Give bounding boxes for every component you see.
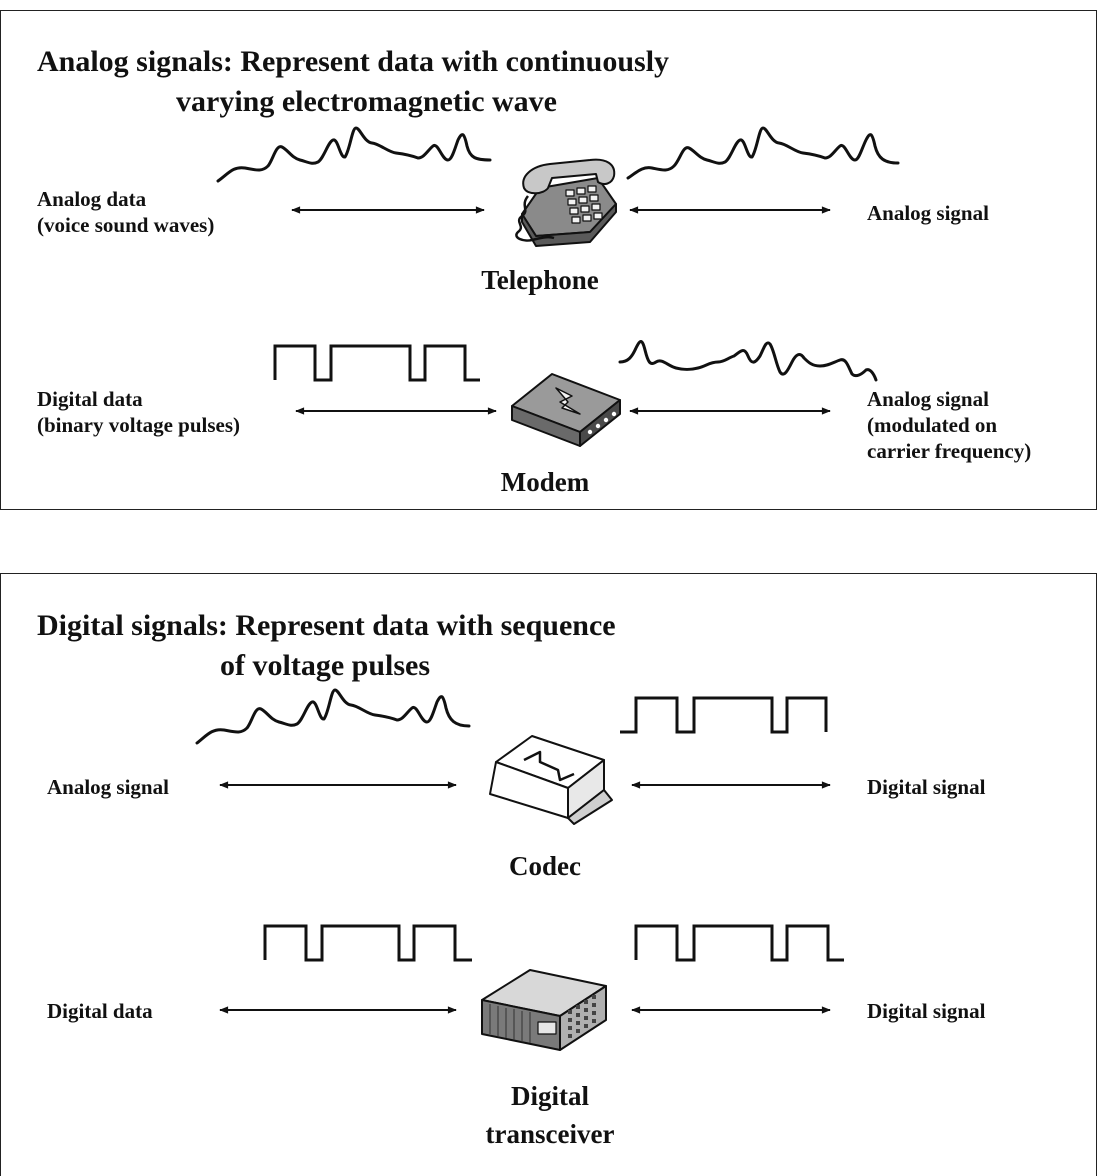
transceiver-digital-pulses-right bbox=[634, 924, 844, 962]
analog-wave-right bbox=[626, 126, 900, 180]
modem-icon bbox=[511, 373, 621, 447]
transceiver-digital-data-label: Digital data bbox=[47, 999, 153, 1023]
modulated-signal-sublabel2: carrier frequency) bbox=[867, 439, 1032, 463]
analog-signal-label: Analog signal bbox=[867, 201, 989, 225]
digital-data-label: Digital data bbox=[37, 387, 143, 411]
codec-digital-pulses bbox=[620, 696, 828, 734]
telephone-icon bbox=[515, 158, 617, 247]
analog-data-sublabel: (voice sound waves) bbox=[37, 213, 215, 237]
codec-label: Codec bbox=[509, 851, 581, 881]
transceiver-digital-signal-label: Digital signal bbox=[867, 999, 986, 1023]
transceiver-label-line2: transceiver bbox=[485, 1119, 615, 1149]
modulated-wave-right bbox=[618, 340, 878, 382]
analog-data-label: Analog data bbox=[37, 187, 147, 211]
digital-signals-panel bbox=[0, 573, 1097, 1176]
modulated-signal-sublabel1: (modulated on bbox=[867, 413, 998, 437]
codec-analog-wave bbox=[195, 688, 471, 745]
digital-panel-title-line2: of voltage pulses bbox=[220, 649, 430, 682]
transceiver-label-line1: Digital bbox=[511, 1081, 589, 1111]
digital-panel-title-line1: Digital signals: Represent data with seq… bbox=[37, 609, 616, 642]
modulated-signal-label: Analog signal bbox=[867, 387, 989, 411]
telephone-label: Telephone bbox=[481, 265, 599, 295]
transceiver-digital-pulses-left bbox=[263, 924, 472, 962]
digital-pulses-left bbox=[273, 344, 480, 382]
modem-label: Modem bbox=[500, 467, 590, 497]
analog-panel-title-line2: varying electromagnetic wave bbox=[176, 85, 557, 118]
codec-icon bbox=[489, 735, 613, 825]
transceiver-icon bbox=[481, 969, 607, 1051]
codec-digital-signal-label: Digital signal bbox=[867, 775, 986, 799]
analog-panel-title-line1: Analog signals: Represent data with cont… bbox=[37, 45, 670, 78]
codec-analog-signal-label: Analog signal bbox=[47, 775, 169, 799]
digital-data-sublabel: (binary voltage pulses) bbox=[37, 413, 241, 437]
analog-wave-left bbox=[216, 126, 492, 183]
